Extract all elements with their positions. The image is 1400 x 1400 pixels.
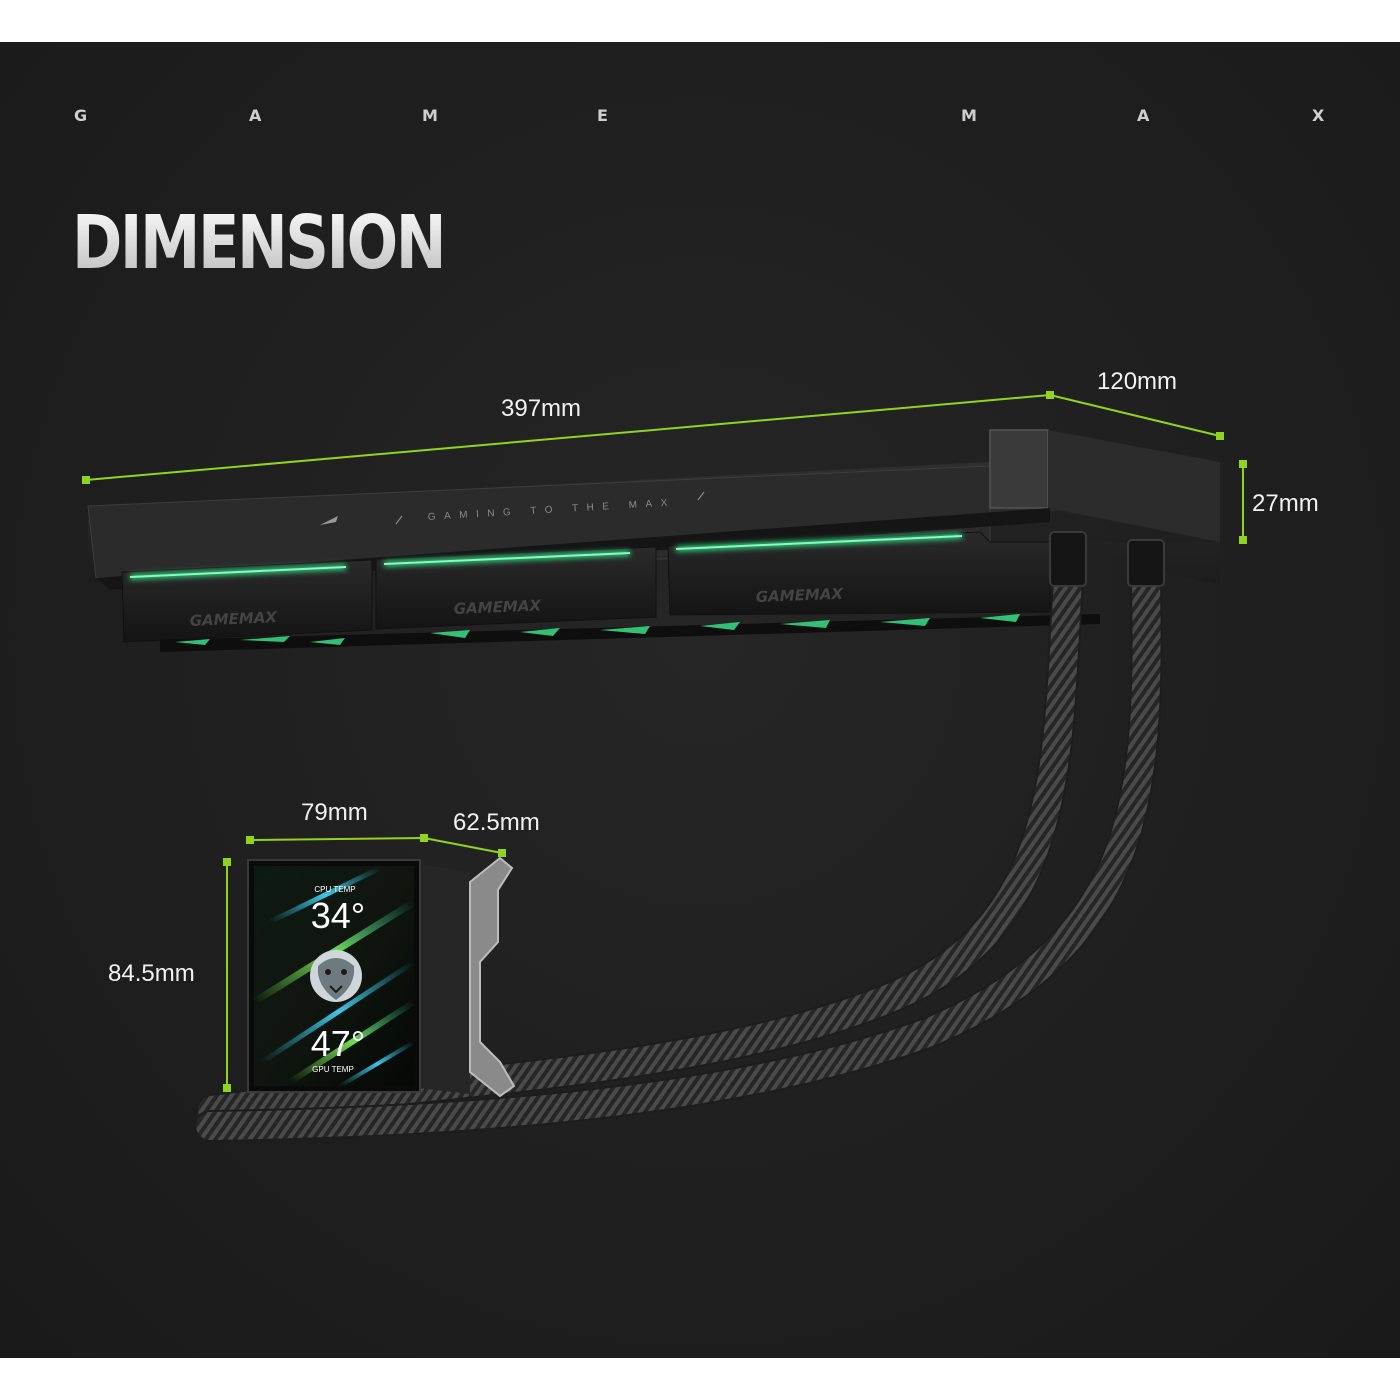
fan: GAMEMAX: [667, 531, 1051, 616]
tube-fitting: [1127, 539, 1165, 587]
dimension-lines: [82, 391, 1247, 1092]
cpu-temp-value: 34°: [311, 895, 365, 936]
brand-letter: G: [74, 106, 88, 125]
fan-logo: GAMEMAX: [755, 585, 844, 606]
fan-logo: GAMEMAX: [189, 608, 278, 630]
pump-height-label: 84.5mm: [108, 960, 195, 987]
pump-depth-label: 62.5mm: [453, 809, 540, 836]
gpu-temp-label: GPU TEMP: [312, 1065, 354, 1074]
brand-letter: A: [1137, 106, 1150, 125]
cpu-temp-label: CPU TEMP: [314, 885, 355, 894]
gpu-temp-value: 47°: [311, 1023, 365, 1064]
fan: GAMEMAX: [121, 559, 373, 643]
pump-width-label: 79mm: [301, 799, 368, 826]
width-label: 120mm: [1097, 368, 1178, 395]
length-label: 397mm: [501, 395, 582, 422]
fan-blade-glow: [160, 614, 1100, 652]
height-label: 27mm: [1252, 490, 1319, 517]
tube-fitting: [1049, 531, 1087, 587]
brand-letter: X: [1312, 106, 1325, 125]
product-banner: G A M E M A X DIMENSION: [0, 42, 1400, 1358]
page-title: DIMENSION: [72, 200, 447, 286]
gamemax-logo-mark-icon: [320, 516, 338, 525]
fan-logo: GAMEMAX: [453, 596, 542, 618]
product-illustration: GAMING TO THE MAX GAMEMAX GAMEMAX: [82, 391, 1247, 1142]
pump-block: CPU TEMP 34° 47° GPU TEMP: [247, 856, 516, 1098]
fan-row: GAMEMAX GAMEMAX GAMEMAX: [121, 531, 1100, 652]
brand-letter: M: [422, 106, 438, 125]
brand-letter: A: [249, 106, 262, 125]
brand-letter: E: [597, 106, 608, 125]
brand-letter: M: [961, 106, 977, 125]
lion-head-icon: [310, 950, 362, 1002]
fan: GAMEMAX: [375, 546, 657, 630]
mounting-bracket: [469, 856, 516, 1098]
